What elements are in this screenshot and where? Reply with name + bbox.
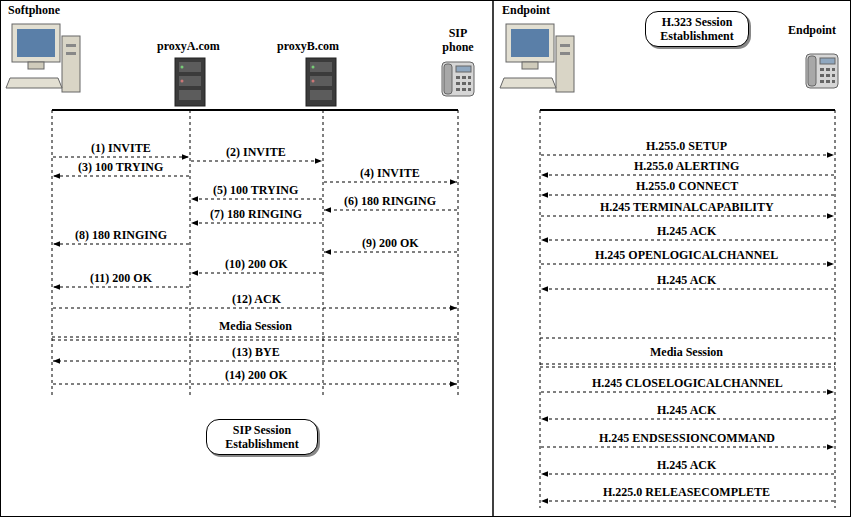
message-arrow [541, 195, 834, 196]
participant-name: Endpoint [500, 3, 552, 17]
media-line [52, 340, 458, 341]
message-arrow [541, 264, 834, 265]
server-icon [175, 58, 205, 106]
message-arrow [53, 384, 457, 385]
message-arrow [53, 308, 457, 309]
message-arrow [541, 501, 834, 502]
server-icon [306, 58, 336, 106]
media-line [540, 367, 835, 368]
message-arrow [53, 361, 457, 362]
message-arrow [53, 157, 189, 158]
computer-icon [6, 24, 80, 92]
participant-name: SIP phone [436, 26, 480, 54]
lifeline [323, 110, 324, 395]
participant-bar [52, 109, 458, 111]
message-label: (14) 200 OK [223, 368, 290, 382]
lifeline [540, 110, 541, 508]
message-arrow [541, 240, 834, 241]
message-arrow [324, 182, 457, 183]
message-arrow [191, 161, 322, 162]
panel-divider [492, 0, 494, 517]
message-arrow [541, 289, 834, 290]
session-box: H.323 Session Establishment [645, 11, 749, 47]
computer-icon [500, 24, 574, 92]
media-label: Media Session [217, 319, 294, 333]
message-label: H.245 OPENLOGICALCHANNEL [593, 248, 780, 262]
message-label: (4) INVITE [358, 166, 422, 180]
box-text: SIP Session Establishment [215, 423, 309, 451]
message-label: H.245 ENDSESSIONCOMMAND [597, 431, 777, 445]
message-label: H.245 ACK [655, 403, 718, 417]
media-line [540, 338, 835, 339]
message-label: (9) 200 OK [360, 236, 421, 250]
participant-name: proxyA.com [155, 39, 222, 53]
message-label: H.245 ACK [655, 224, 718, 238]
message-label: (10) 200 OK [223, 257, 290, 271]
message-label: H.245 ACK [655, 273, 718, 287]
message-label: H.245 TERMINALCAPABILITY [598, 200, 776, 214]
lifeline [190, 110, 191, 395]
participant-bar [540, 109, 835, 111]
message-arrow [191, 273, 322, 274]
message-label: H.255.0 CONNECT [634, 179, 740, 193]
message-label: (8) 180 RINGING [73, 228, 169, 242]
message-label: H.225.0 RELEASECOMPLETE [601, 485, 772, 499]
message-arrow [541, 216, 834, 217]
lifeline [835, 110, 836, 508]
message-arrow [324, 252, 457, 253]
message-arrow [324, 210, 457, 211]
lifeline [52, 110, 53, 395]
message-label: (11) 200 OK [88, 271, 154, 285]
message-arrow [541, 175, 834, 176]
message-arrow [191, 223, 322, 224]
message-label: (1) INVITE [89, 141, 153, 155]
lifeline [458, 110, 459, 395]
message-label: (7) 180 RINGING [208, 207, 304, 221]
message-arrow [541, 474, 834, 475]
message-label: H.255.0 SETUP [644, 139, 729, 153]
participant-name: Endpoint [786, 23, 838, 37]
participant-name: Softphone [6, 3, 62, 17]
message-label: (6) 180 RINGING [342, 194, 438, 208]
message-arrow [541, 419, 834, 420]
message-arrow [191, 199, 322, 200]
message-label: H.245 ACK [655, 458, 718, 472]
message-label: (13) BYE [230, 345, 282, 359]
message-label: (3) 100 TRYING [76, 160, 165, 174]
phone-icon [442, 62, 474, 96]
message-arrow [541, 392, 834, 393]
box-text: H.323 Session Establishment [654, 15, 740, 43]
message-label: (12) ACK [230, 292, 283, 306]
media-label: Media Session [648, 345, 725, 359]
session-box: SIP Session Establishment [206, 419, 318, 455]
message-arrow [53, 244, 189, 245]
message-arrow [53, 176, 189, 177]
participant-name: proxyB.com [275, 39, 341, 53]
message-label: H.245 CLOSELOGICALCHANNEL [590, 376, 785, 390]
message-label: (5) 100 TRYING [211, 183, 300, 197]
media-line [540, 364, 835, 365]
message-arrow [541, 155, 834, 156]
message-arrow [53, 287, 189, 288]
phone-icon [806, 54, 838, 88]
message-label: H.255.0 ALERTING [632, 159, 741, 173]
media-line [52, 337, 458, 338]
message-label: (2) INVITE [224, 145, 288, 159]
message-arrow [541, 447, 834, 448]
